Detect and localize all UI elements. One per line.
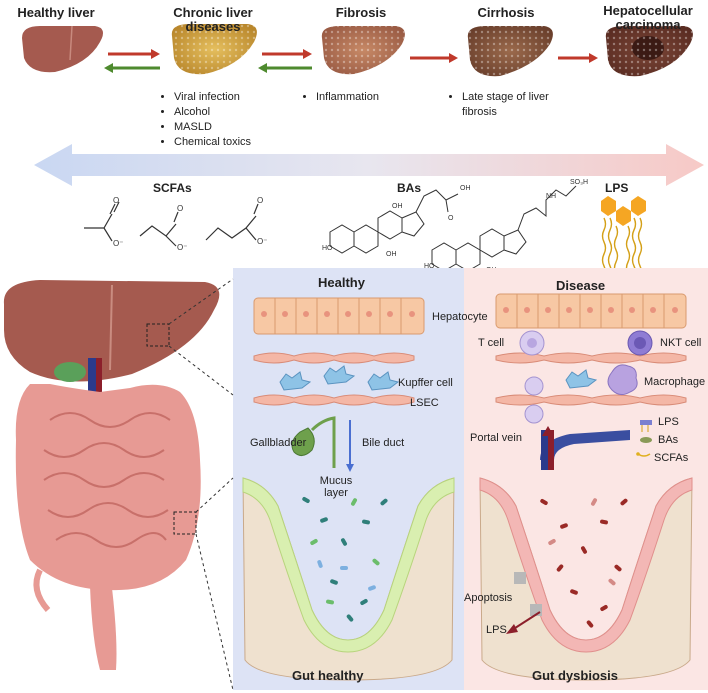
svg-text:OH: OH	[392, 203, 403, 210]
healthy-lsec-layers	[253, 352, 415, 406]
liver-zoom-box	[146, 323, 170, 347]
legend-lps-label: LPS	[658, 416, 679, 428]
svg-text:O⁻: O⁻	[257, 237, 267, 246]
scfa-structures	[84, 201, 259, 247]
list-item: Late stage of liver fibrosis	[462, 90, 582, 120]
legend-bas-label: BAs	[658, 434, 679, 446]
bile-duct-label: Bile duct	[362, 437, 405, 449]
zoom-lines	[168, 278, 234, 691]
list-item: MASLD	[174, 120, 294, 135]
list-item: Alcohol	[174, 105, 294, 120]
lsec-label: LSEC	[410, 397, 439, 409]
disease-villus-icon	[479, 477, 693, 681]
scfa-atoms: O O⁻ O O⁻ O O⁻	[113, 196, 267, 252]
healthy-liver-icon	[22, 25, 104, 73]
healthy-hepatocyte-row	[253, 297, 425, 335]
svg-text:O⁻: O⁻	[113, 239, 123, 248]
stage-title-fibrosis: Fibrosis	[335, 5, 387, 20]
cirrhosis-causes-list: Late stage of liver fibrosis	[448, 90, 582, 120]
svg-text:O: O	[113, 196, 119, 205]
anatomy-liver-icon	[3, 280, 220, 398]
disease-panel-title: Disease	[556, 278, 606, 293]
list-item: Chemical toxics	[174, 135, 294, 150]
stage-title-carcinoma: Hepatocellular carcinoma	[603, 3, 693, 32]
svg-text:HO: HO	[322, 245, 333, 252]
macrophage-icon	[524, 364, 638, 424]
gut-healthy-label: Gut healthy	[292, 668, 364, 683]
progression-arrows	[104, 49, 598, 73]
svg-text:NH: NH	[546, 193, 556, 200]
stage-title-cirrhosis: Cirrhosis	[477, 5, 535, 20]
gut-dysbiosis-label: Gut dysbiosis	[532, 668, 618, 683]
lps-label: LPS	[605, 181, 629, 195]
svg-text:O: O	[177, 204, 183, 213]
healthy-panel-title: Healthy	[318, 275, 365, 290]
disease-legend-icons	[636, 420, 652, 457]
fibrosis-liver-icon	[321, 26, 405, 75]
chronic-causes-list: Viral infection Alcohol MASLD Chemical t…	[160, 90, 294, 150]
bas-label: BAs	[397, 181, 422, 195]
kupffer-cell-icon	[279, 365, 400, 391]
anatomy-intestine-icon	[15, 384, 201, 670]
bas-legend-icon	[640, 437, 652, 443]
carcinoma-liver-icon	[605, 26, 693, 77]
svg-text:O⁻: O⁻	[177, 243, 187, 252]
svg-text:O: O	[257, 196, 263, 205]
svg-text:OH: OH	[386, 251, 397, 258]
hepatocyte-label: Hepatocyte	[432, 311, 488, 323]
svg-text:SO₃H: SO₃H	[570, 179, 588, 186]
list-item: Viral infection	[174, 90, 294, 105]
disease-lsec-layers	[495, 352, 687, 406]
mucus-layer-label: Mucus layer	[319, 475, 353, 499]
scfas-legend-icon	[636, 452, 651, 457]
portal-vein-label: Portal vein	[470, 432, 522, 444]
cirrhosis-liver-icon	[467, 26, 553, 77]
legend-scfas-label: SCFAs	[654, 452, 689, 464]
healthy-villus-icon	[242, 477, 455, 681]
t-cell-label: T cell	[478, 337, 505, 349]
nkt-cell-icon	[627, 330, 653, 356]
stage-title-chronic: Chronic liver diseases	[173, 5, 253, 34]
lps-legend-icon	[640, 420, 652, 432]
svg-text:OH: OH	[460, 185, 471, 192]
gallbladder-icon	[291, 416, 354, 472]
gut-zoom-box	[173, 511, 197, 535]
gradient-double-arrow	[34, 144, 704, 186]
stage-title-healthy: Healthy liver	[17, 5, 95, 20]
fatty-liver-icon	[171, 24, 257, 75]
kupffer-cell-label: Kupffer cell	[398, 377, 453, 389]
lps-out-label: LPS	[486, 624, 507, 636]
lps-structure	[601, 196, 646, 279]
nkt-cell-label: NKT cell	[660, 337, 702, 349]
fibrosis-causes-list: Inflammation	[302, 90, 436, 105]
portal-vein-icon	[540, 426, 630, 470]
scfas-label: SCFAs	[153, 181, 192, 195]
t-cell-icon	[519, 330, 545, 356]
svg-text:O: O	[448, 215, 454, 222]
macrophage-label: Macrophage	[644, 376, 706, 388]
ba-structures	[329, 185, 577, 272]
svg-text:HO: HO	[424, 263, 435, 270]
gallbladder-label: Gallbladder	[250, 437, 307, 449]
list-item: Inflammation	[316, 90, 436, 105]
apoptosis-label: Apoptosis	[464, 592, 513, 604]
disease-hepatocyte-row	[495, 293, 687, 329]
